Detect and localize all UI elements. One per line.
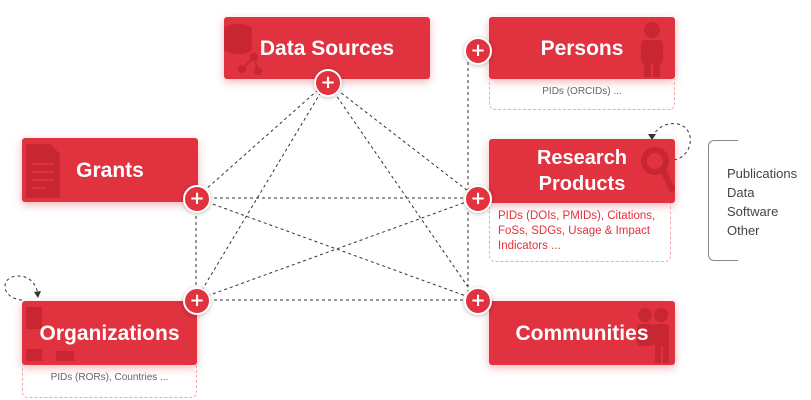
data-sources-plus-button[interactable]: + bbox=[314, 69, 342, 97]
product-types-list: Publications Data Software Other bbox=[727, 164, 797, 240]
research-products-node[interactable]: Research Products bbox=[489, 139, 675, 203]
product-type-item: Other bbox=[727, 223, 760, 238]
edge-datasources-communities bbox=[326, 81, 478, 301]
edge-datasources-research-products bbox=[326, 81, 478, 199]
edge-organizations-research-products bbox=[195, 197, 478, 301]
data-sources-title: Data Sources bbox=[259, 36, 395, 60]
research-products-title: Research Products bbox=[537, 145, 627, 197]
research-products-attributes: PIDs (DOIs, PMIDs), Citations, FoSs, SDG… bbox=[489, 203, 671, 262]
persons-attributes: PIDs (ORCIDs) ... bbox=[489, 79, 675, 110]
organizations-plus-button[interactable]: + bbox=[183, 287, 211, 315]
grants-node[interactable]: Grants bbox=[22, 138, 198, 202]
product-type-item: Publications bbox=[727, 166, 798, 181]
persons-title: Persons bbox=[540, 36, 624, 60]
organizations-attributes: PIDs (RORs), Countries ... bbox=[22, 365, 197, 398]
communities-title: Communities bbox=[515, 321, 649, 345]
product-type-item: Data bbox=[727, 185, 755, 200]
research-products-self-loop bbox=[648, 123, 691, 161]
persons-node[interactable]: Persons bbox=[489, 17, 675, 79]
data-sources-node[interactable]: Data Sources bbox=[224, 17, 430, 79]
persons-plus-button[interactable]: + bbox=[464, 37, 492, 65]
building-icon bbox=[26, 307, 74, 361]
research-products-title-line2: Products bbox=[538, 173, 626, 195]
communities-node[interactable]: Communities bbox=[489, 301, 675, 365]
people-icon bbox=[637, 308, 669, 363]
product-types-bracket bbox=[708, 140, 738, 261]
magnifier-icon bbox=[641, 147, 675, 193]
edge-grants-communities bbox=[195, 197, 478, 301]
organizations-title: Organizations bbox=[39, 321, 180, 345]
organizations-node[interactable]: Organizations bbox=[22, 301, 197, 365]
product-type-item: Software bbox=[727, 204, 779, 219]
database-network-icon bbox=[224, 24, 262, 75]
research-products-title-line1: Research bbox=[536, 147, 628, 169]
grants-title: Grants bbox=[76, 158, 144, 182]
organizations-self-loop bbox=[4, 275, 41, 301]
communities-plus-button[interactable]: + bbox=[464, 287, 492, 315]
document-icon bbox=[26, 144, 60, 198]
grants-plus-button[interactable]: + bbox=[183, 185, 211, 213]
edge-datasources-organizations bbox=[195, 81, 328, 301]
edge-datasources-grants bbox=[195, 81, 328, 199]
research-products-plus-button[interactable]: + bbox=[464, 185, 492, 213]
person-icon bbox=[641, 22, 663, 77]
